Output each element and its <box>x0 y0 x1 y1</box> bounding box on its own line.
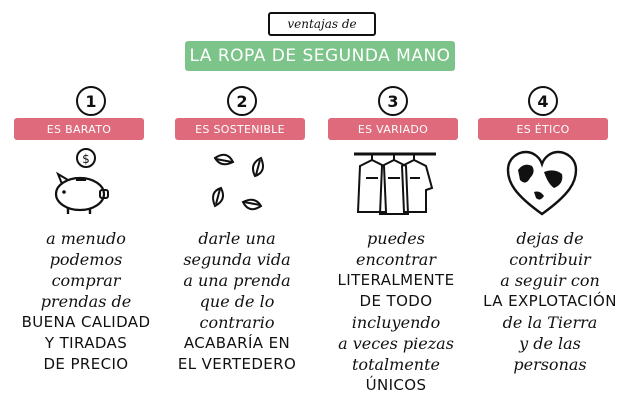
subtitle-label: ventajas de <box>268 12 376 36</box>
desc-line: incluyendo <box>351 313 441 332</box>
piggy-bank-coin-icon: $ <box>54 148 109 214</box>
desc-line: Y TIRADAS <box>44 334 128 352</box>
desc-line: segunda vida <box>183 250 291 269</box>
recycle-leaves-icon <box>212 153 264 211</box>
step-number-4: 4 <box>528 86 558 116</box>
svg-text:$: $ <box>82 152 90 166</box>
desc-line: que de lo <box>199 292 275 311</box>
desc-line: LA EXPLOTACIÓN <box>483 292 617 310</box>
desc-line: a una prenda <box>183 271 291 290</box>
desc-line: ÚNICOS <box>365 376 427 394</box>
desc-line: contribuir <box>509 250 591 269</box>
step-number-3: 3 <box>378 86 408 116</box>
benefit-column-2: 2 ES SOSTENIBLE darle una segunda vida a… <box>175 86 325 406</box>
benefit-description-4: dejas de contribuir a seguir con LA EXPL… <box>470 228 630 375</box>
benefit-column-4: 4 ES ÉTICO dejas de contribuir a seguir … <box>478 86 628 406</box>
desc-line: totalmente <box>352 355 440 374</box>
desc-line: BUENA CALIDAD <box>21 313 151 331</box>
desc-line: darle una <box>198 229 276 248</box>
desc-line: encontrar <box>356 250 436 269</box>
desc-line: comprar <box>51 271 121 290</box>
desc-line: dejas de <box>516 229 584 248</box>
benefit-column-1: 1 ES BARATO $ a menudo podemos comprar p… <box>14 86 164 406</box>
benefit-tag-4: ES ÉTICO <box>478 118 608 140</box>
step-number-1: 1 <box>76 86 106 116</box>
benefit-description-2: darle una segunda vida a una prenda que … <box>157 228 317 375</box>
desc-line: podemos <box>49 250 123 269</box>
desc-line: contrario <box>199 313 275 332</box>
desc-line: y de las <box>519 334 581 353</box>
desc-line: personas <box>513 355 587 374</box>
desc-line: ACABARÍA EN <box>183 334 291 352</box>
desc-line: puedes <box>367 229 425 248</box>
step-number-2: 2 <box>227 86 257 116</box>
heart-globe-icon <box>506 150 578 216</box>
benefit-description-3: puedes encontrar LITERALMENTE DE TODO in… <box>316 228 476 396</box>
benefit-tag-3: ES VARIADO <box>328 118 458 140</box>
desc-line: prendas de <box>40 292 132 311</box>
benefit-tag-1: ES BARATO <box>14 118 144 140</box>
desc-line: DE PRECIO <box>43 355 129 373</box>
page-title: LA ROPA DE SEGUNDA MANO <box>185 41 455 71</box>
desc-line: LITERALMENTE <box>337 271 455 289</box>
desc-line: a veces piezas <box>338 334 454 353</box>
benefit-tag-2: ES SOSTENIBLE <box>175 118 305 140</box>
desc-line: a menudo <box>46 229 126 248</box>
desc-line: DE TODO <box>359 292 433 310</box>
benefit-column-3: 3 ES VARIADO puedes encontrar LITERALMEN… <box>328 86 478 406</box>
desc-line: EL VERTEDERO <box>177 355 297 373</box>
clothes-rack-icon <box>354 152 436 215</box>
desc-line: a seguir con <box>500 271 600 290</box>
desc-line: de la Tierra <box>502 313 598 332</box>
benefit-description-1: a menudo podemos comprar prendas de BUEN… <box>6 228 166 375</box>
